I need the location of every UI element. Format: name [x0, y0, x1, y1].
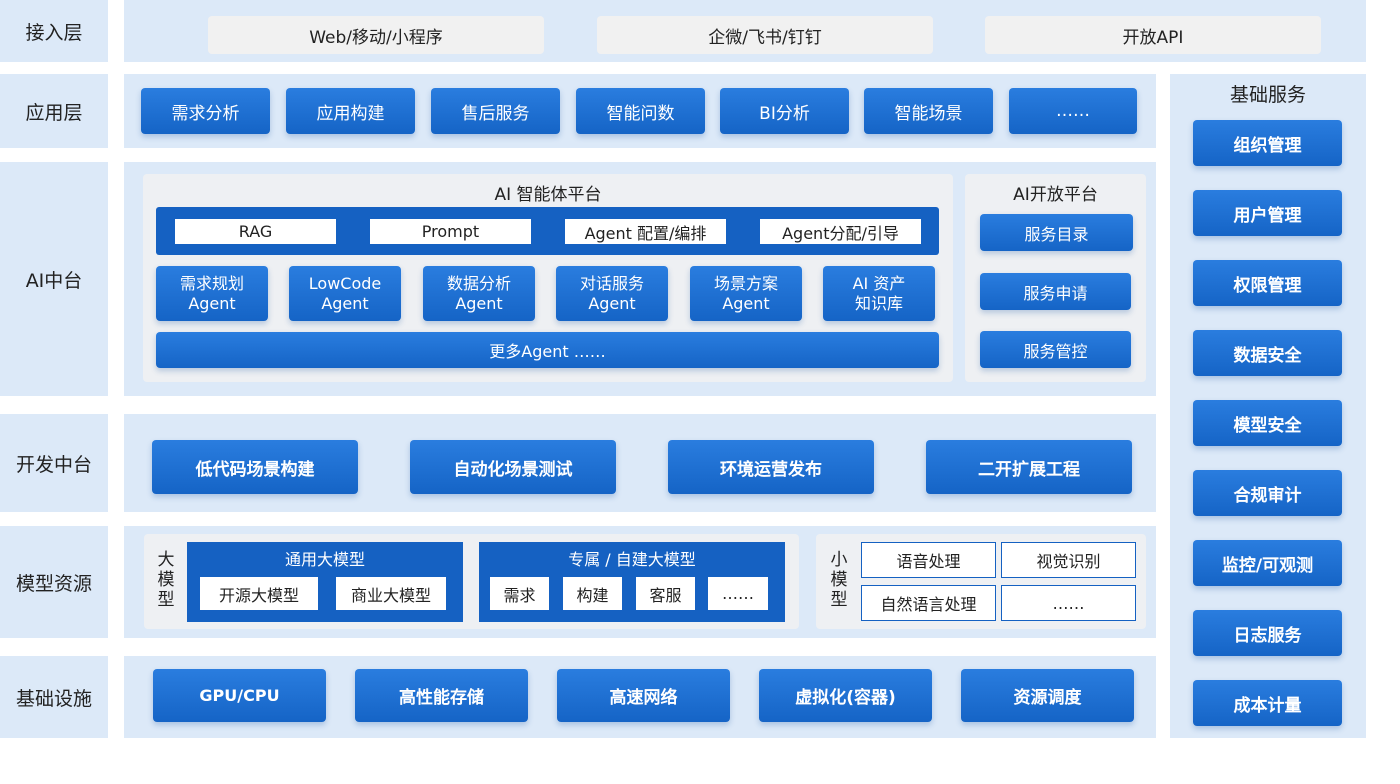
agent-line1: AI 资产	[852, 273, 906, 293]
agent-line1: 场景方案	[713, 273, 778, 293]
agent-ai-asset-kb: AI 资产 知识库	[823, 266, 935, 321]
tag-agent-assign: Agent分配/引导	[760, 219, 921, 244]
access-open-api: 开放API	[985, 16, 1321, 54]
model-custom-requirement: 需求	[489, 576, 550, 611]
dev-env-release: 环境运营发布	[668, 440, 874, 494]
base-permission-mgmt: 权限管理	[1193, 260, 1342, 306]
agent-requirement-planning: 需求规划 Agent	[156, 266, 268, 321]
open-service-apply: 服务申请	[980, 273, 1131, 310]
app-requirement-analysis: 需求分析	[141, 88, 270, 134]
agent-line2: Agent	[588, 293, 636, 313]
agent-line2: Agent	[722, 293, 770, 313]
agent-line2: Agent	[455, 293, 503, 313]
access-im-platforms: 企微/飞书/钉钉	[597, 16, 933, 54]
agent-data-analysis: 数据分析 Agent	[423, 266, 535, 321]
layer-label-access: 接入层	[0, 0, 108, 62]
general-llm-title: 通用大模型	[284, 550, 365, 569]
model-open-source: 开源大模型	[199, 576, 319, 611]
agent-line1: 数据分析	[446, 273, 511, 293]
model-custom-build: 构建	[562, 576, 623, 611]
infra-virtualization: 虚拟化(容器)	[759, 669, 932, 722]
layer-label-dev: 开发中台	[0, 414, 108, 512]
agent-scene-solution: 场景方案 Agent	[690, 266, 802, 321]
agent-line1: LowCode	[308, 273, 382, 293]
open-service-catalog: 服务目录	[980, 214, 1133, 251]
base-user-mgmt: 用户管理	[1193, 190, 1342, 236]
agent-lowcode: LowCode Agent	[289, 266, 401, 321]
app-after-sales: 售后服务	[431, 88, 560, 134]
small-model-label: 小 模 型	[822, 544, 856, 616]
base-org-mgmt: 组织管理	[1193, 120, 1342, 166]
small-nlp: 自然语言处理	[861, 585, 996, 621]
model-commercial: 商业大模型	[335, 576, 447, 611]
app-bi-analysis: BI分析	[720, 88, 849, 134]
app-smart-query: 智能问数	[576, 88, 705, 134]
infra-network: 高速网络	[557, 669, 730, 722]
small-vision: 视觉识别	[1001, 542, 1136, 578]
agent-line1: 需求规划	[179, 273, 244, 293]
layer-label-model: 模型资源	[0, 526, 108, 638]
tag-agent-config: Agent 配置/编排	[565, 219, 726, 244]
custom-llm-title: 专属 / 自建大模型	[568, 550, 696, 569]
small-model-char: 型	[830, 590, 848, 610]
small-model-char: 模	[830, 570, 848, 590]
app-smart-scene: 智能场景	[864, 88, 993, 134]
base-log-service: 日志服务	[1193, 610, 1342, 656]
agent-line2: Agent	[188, 293, 236, 313]
layer-label-app: 应用层	[0, 74, 108, 148]
agent-line2: 知识库	[854, 293, 903, 313]
access-web-mobile: Web/移动/小程序	[208, 16, 544, 54]
layer-label-ai: AI中台	[0, 162, 108, 396]
dev-auto-test: 自动化场景测试	[410, 440, 616, 494]
base-cost-metering: 成本计量	[1193, 680, 1342, 726]
large-model-label: 大 模 型	[149, 544, 183, 616]
app-app-build: 应用构建	[286, 88, 415, 134]
base-compliance-audit: 合规审计	[1193, 470, 1342, 516]
agent-line1: 对话服务	[579, 273, 644, 293]
base-model-security: 模型安全	[1193, 400, 1342, 446]
tag-rag: RAG	[175, 219, 336, 244]
small-more: ……	[1001, 585, 1136, 621]
layer-label-infra: 基础设施	[0, 656, 108, 738]
model-custom-more: ……	[707, 576, 769, 611]
ai-agent-platform-title: AI 智能体平台	[494, 184, 602, 205]
agent-more: 更多Agent ……	[156, 332, 939, 368]
dev-extension: 二开扩展工程	[926, 440, 1132, 494]
base-monitoring: 监控/可观测	[1193, 540, 1342, 586]
agent-line2: Agent	[321, 293, 369, 313]
app-more: ……	[1009, 88, 1137, 134]
base-services-title: 基础服务	[1229, 83, 1306, 106]
large-model-char: 模	[157, 570, 175, 590]
dev-lowcode-build: 低代码场景构建	[152, 440, 358, 494]
tag-prompt: Prompt	[370, 219, 531, 244]
small-speech: 语音处理	[861, 542, 996, 578]
small-model-char: 小	[830, 550, 848, 570]
model-custom-service: 客服	[635, 576, 696, 611]
infra-storage: 高性能存储	[355, 669, 528, 722]
large-model-char: 大	[157, 550, 175, 570]
infra-scheduling: 资源调度	[961, 669, 1134, 722]
agent-dialog-service: 对话服务 Agent	[556, 266, 668, 321]
open-service-control: 服务管控	[980, 331, 1131, 368]
base-data-security: 数据安全	[1193, 330, 1342, 376]
ai-open-platform-title: AI开放平台	[1013, 184, 1098, 205]
large-model-char: 型	[157, 590, 175, 610]
infra-gpu-cpu: GPU/CPU	[153, 669, 326, 722]
